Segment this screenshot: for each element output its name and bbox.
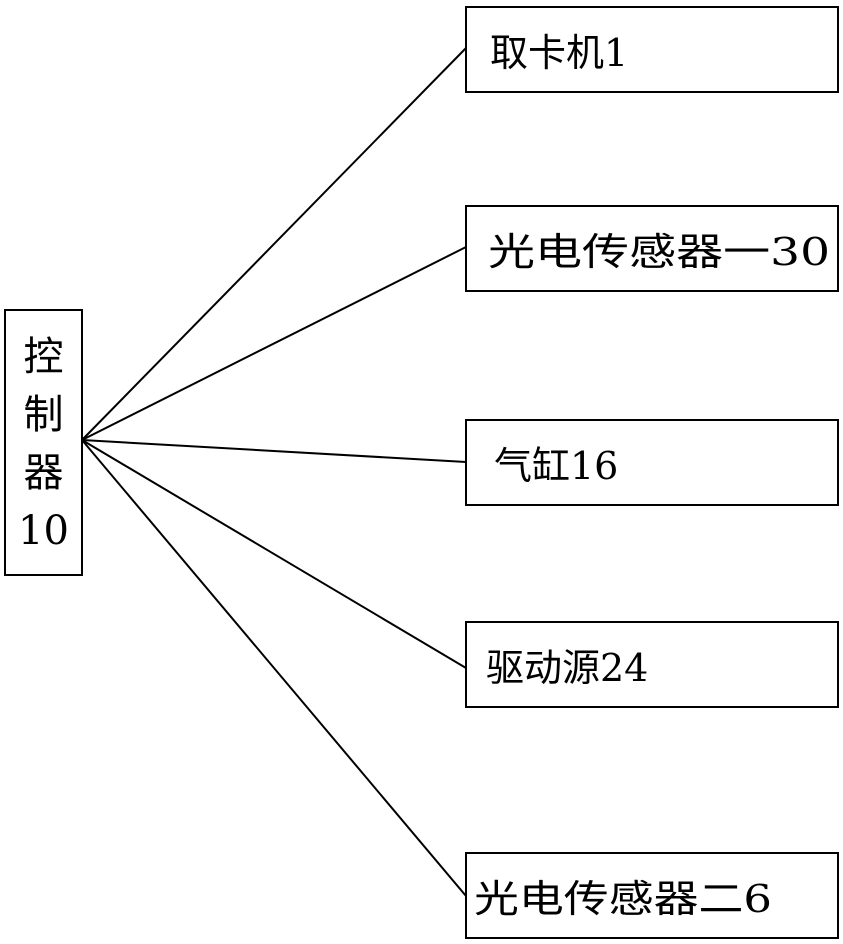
node-card-picker: 取卡机1 (466, 7, 838, 92)
controller-label-line-4: 10 (18, 508, 69, 554)
node-cylinder: 气缸16 (466, 420, 838, 505)
node-photo-sensor-2: 光电传感器二6 (466, 853, 838, 938)
connector-lines (82, 48, 466, 896)
node-card-picker-label: 取卡机1 (490, 31, 628, 75)
connector-photo-sensor-1 (82, 247, 466, 440)
node-cylinder-label: 气缸16 (494, 444, 618, 488)
connector-photo-sensor-2 (82, 440, 466, 896)
node-photo-sensor-1: 光电传感器一30 (466, 206, 838, 291)
controller-label-line-3: 器 (24, 450, 64, 496)
controller-label-line-2: 制 (24, 392, 64, 438)
node-drive-source-label: 驱动源24 (486, 646, 648, 690)
connector-drive-source (82, 440, 466, 668)
node-photo-sensor-2-label: 光电传感器二6 (474, 877, 772, 921)
connector-cylinder (82, 440, 466, 462)
node-photo-sensor-1-label: 光电传感器一30 (488, 230, 830, 274)
connector-card-picker (82, 48, 466, 440)
controller-node: 控 制 器 10 (5, 310, 82, 575)
controller-label-line-1: 控 (24, 334, 64, 380)
node-drive-source: 驱动源24 (466, 622, 838, 707)
